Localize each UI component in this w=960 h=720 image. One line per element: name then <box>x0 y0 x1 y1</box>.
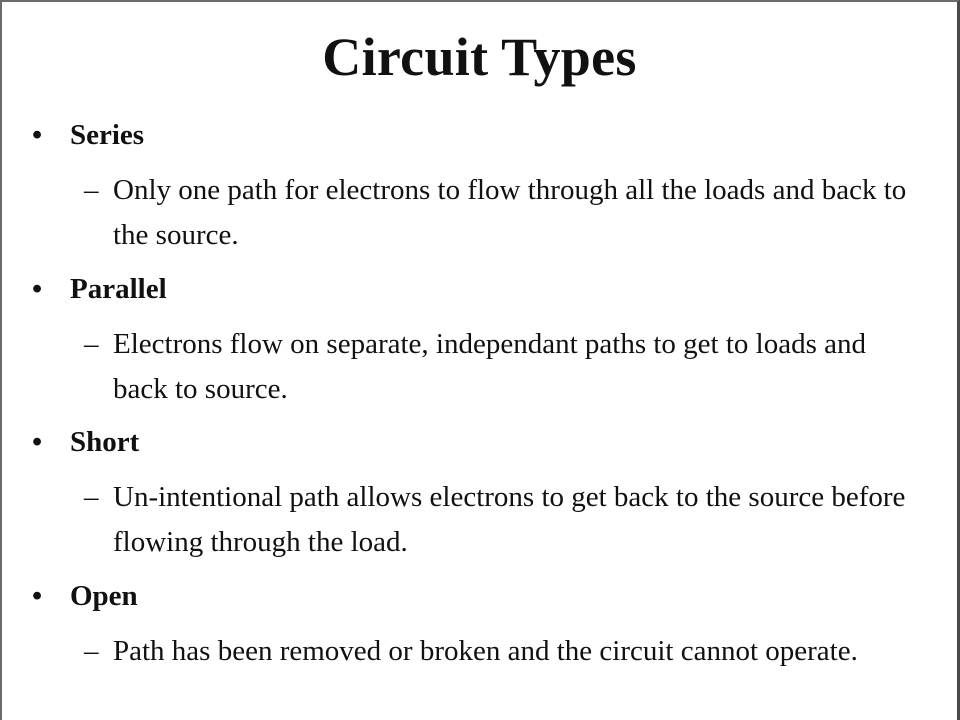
sub-item-short: – Un-intentional path allows electrons t… <box>84 475 924 565</box>
bullet-heading: Parallel <box>70 273 167 305</box>
bullet-icon: • <box>32 426 43 458</box>
bullet-heading: Open <box>70 580 138 612</box>
bullet-item-series: • Series <box>32 118 144 152</box>
slide-title: Circuit Types <box>322 27 637 87</box>
bullet-icon: • <box>32 273 43 305</box>
bullet-item-open: • Open <box>32 579 138 613</box>
sub-item-series: – Only one path for electrons to flow th… <box>84 168 924 258</box>
sub-item-text: Only one path for electrons to flow thro… <box>113 174 907 251</box>
bullet-item-parallel: • Parallel <box>32 272 167 306</box>
dash-icon: – <box>84 328 99 360</box>
dash-icon: – <box>84 481 99 513</box>
sub-item-text: Un-intentional path allows electrons to … <box>113 481 906 558</box>
dash-icon: – <box>84 174 99 206</box>
sub-item-parallel: – Electrons flow on separate, independan… <box>84 322 924 412</box>
dash-icon: – <box>84 635 99 667</box>
bullet-heading: Short <box>70 426 140 458</box>
bullet-icon: • <box>32 580 43 612</box>
sub-item-text: Path has been removed or broken and the … <box>113 635 858 667</box>
sub-item-text: Electrons flow on separate, independant … <box>113 328 866 405</box>
bullet-heading: Series <box>70 119 145 151</box>
sub-item-open: – Path has been removed or broken and th… <box>84 629 924 674</box>
bullet-item-short: • Short <box>32 425 139 459</box>
bullet-icon: • <box>32 119 43 151</box>
